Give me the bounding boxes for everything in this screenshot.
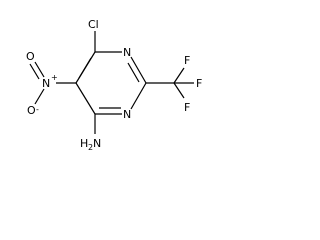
charge-nitro-plus: + [51,73,58,82]
molecule-drawing: Cl N N N + O O - H 2 N F F F [26,18,202,152]
bond-n-o-top [34,61,45,78]
bond-n1-c2 [130,56,147,84]
atom-amine-subscript: 2 [88,143,93,152]
atom-fluorine-top: F [184,54,190,67]
charge-nitro-minus: - [36,105,39,114]
structure-diagram: Cl N N N + O O - H 2 N F F F [0,0,238,157]
atom-nitro-nitrogen: N [42,77,50,90]
bond-cf3-f-bottom [173,82,185,99]
bond-c4-c5 [75,82,96,115]
atom-amine-h: H [80,137,88,150]
bond-n1-c2-inner [127,62,140,83]
atom-chlorine: Cl [88,18,99,31]
bond-n-o-top-inner [29,63,40,80]
atom-ring-nitrogen-bottom: N [123,108,131,121]
bond-c6-c5-inner [78,57,92,79]
bond-c2-n3 [130,82,147,110]
atom-nitro-oxygen-bottom: O [27,104,36,117]
atom-nitro-oxygen-top: O [26,50,35,63]
bond-n-o-bottom [34,88,45,105]
atom-fluorine-right: F [196,77,202,90]
atom-fluorine-bottom: F [184,101,190,114]
atom-amine-n: N [93,137,101,150]
atom-ring-nitrogen-top: N [123,46,131,59]
bond-cf3-f-top [173,67,185,84]
